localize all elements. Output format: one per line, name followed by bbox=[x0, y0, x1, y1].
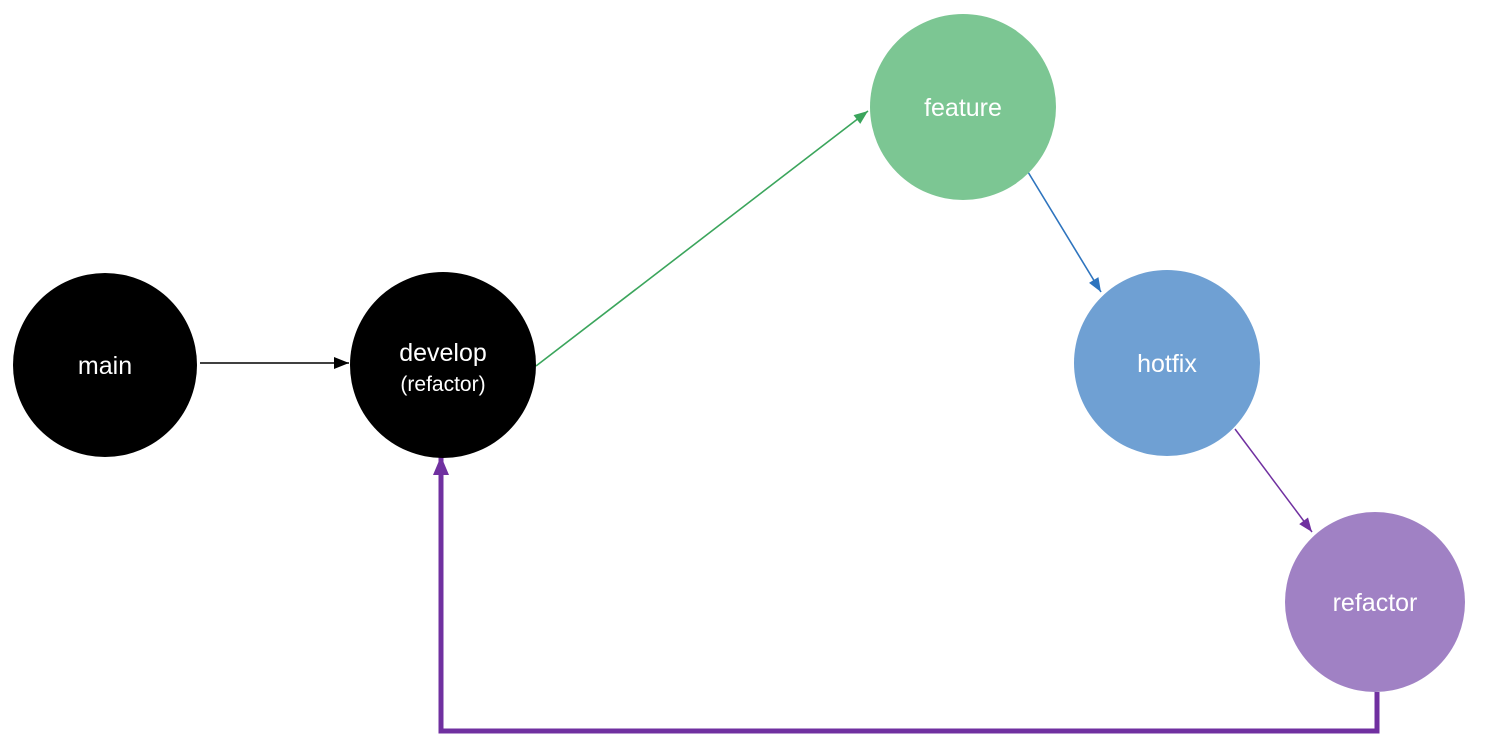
develop-sublabel: (refactor) bbox=[400, 373, 485, 396]
main-label: main bbox=[78, 352, 132, 380]
edge-line-develop-to-feature bbox=[535, 110, 869, 367]
arrowhead-icon-feature-to-hotfix bbox=[1089, 277, 1101, 292]
node-develop: develop (refactor) bbox=[350, 272, 536, 458]
arrowhead-icon-main-to-develop bbox=[334, 357, 349, 369]
node-hotfix: hotfix bbox=[1074, 270, 1260, 456]
feature-label: feature bbox=[924, 94, 1002, 122]
hotfix-label: hotfix bbox=[1137, 350, 1197, 378]
arrowhead-icon-refactor-to-develop bbox=[433, 456, 449, 475]
main-circle bbox=[13, 273, 197, 457]
edge-refactor-to-develop bbox=[433, 456, 1380, 734]
edge-main-to-develop bbox=[200, 357, 349, 369]
node-refactor: refactor bbox=[1285, 512, 1465, 692]
refactor-label: refactor bbox=[1333, 589, 1418, 617]
edge-develop-to-feature bbox=[535, 110, 869, 367]
edge-line-feature-to-hotfix bbox=[1027, 171, 1102, 293]
node-feature: feature bbox=[870, 14, 1056, 200]
arrowhead-icon-develop-to-feature bbox=[853, 111, 868, 124]
hotfix-circle bbox=[1074, 270, 1260, 456]
edge-line-hotfix-to-refactor bbox=[1234, 428, 1313, 533]
develop-label: develop bbox=[399, 339, 487, 367]
refactor-circle bbox=[1285, 512, 1465, 692]
feature-circle bbox=[870, 14, 1056, 200]
edge-line-refactor-to-develop bbox=[438, 456, 1380, 734]
develop-circle bbox=[350, 272, 536, 458]
edge-feature-to-hotfix bbox=[1027, 171, 1102, 293]
arrowhead-icon-hotfix-to-refactor bbox=[1299, 517, 1312, 532]
edge-hotfix-to-refactor bbox=[1234, 428, 1313, 533]
node-main: main bbox=[13, 273, 197, 457]
